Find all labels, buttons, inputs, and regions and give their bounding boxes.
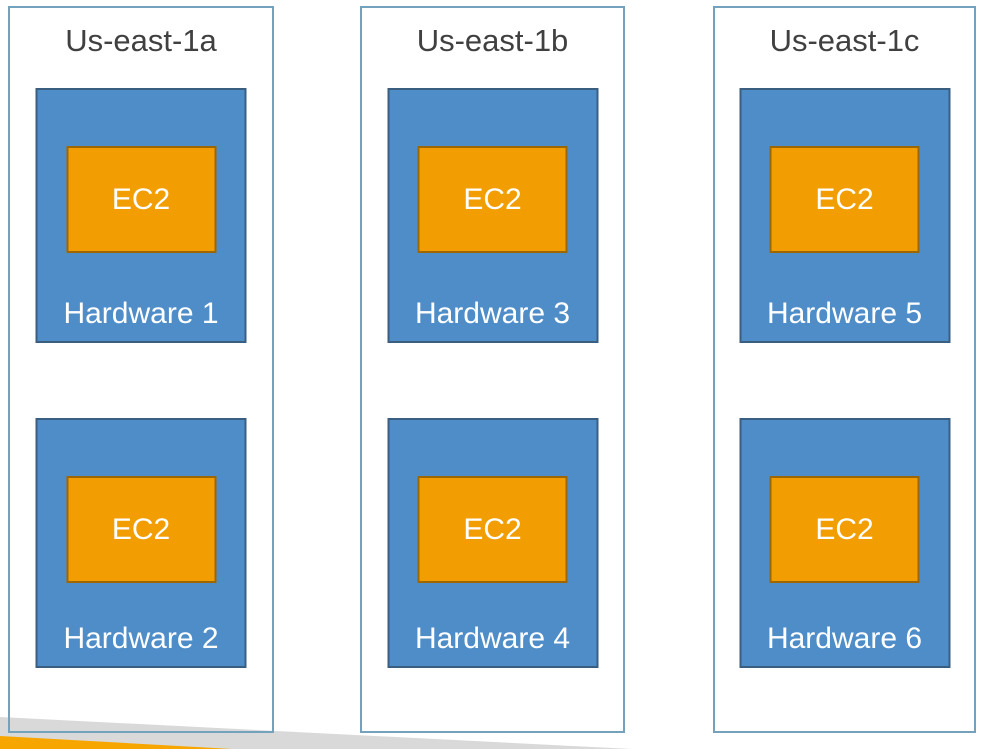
zone-title: Us-east-1c [769, 23, 920, 58]
hardware-box-5: EC2 Hardware 5 [739, 88, 950, 343]
availability-zone-us-east-1a: Us-east-1a EC2 Hardware 1 EC2 Hardware 2 [8, 6, 274, 733]
hardware-label: Hardware 2 [63, 622, 219, 655]
ec2-instance-box: EC2 [769, 146, 920, 253]
zone-title: Us-east-1b [416, 23, 569, 58]
ec2-instance-box: EC2 [66, 476, 216, 583]
availability-zone-us-east-1b: Us-east-1b EC2 Hardware 3 EC2 Hardware 4 [360, 6, 625, 733]
ec2-label: EC2 [463, 182, 522, 216]
ec2-instance-box: EC2 [769, 476, 920, 583]
ec2-instance-box: EC2 [417, 146, 568, 253]
hardware-label: Hardware 6 [766, 622, 923, 655]
ec2-label: EC2 [111, 182, 171, 216]
ec2-label: EC2 [463, 512, 522, 546]
hardware-box-6: EC2 Hardware 6 [739, 418, 950, 668]
ec2-label: EC2 [815, 512, 874, 546]
zone-title: Us-east-1a [65, 23, 217, 58]
hardware-box-4: EC2 Hardware 4 [387, 418, 598, 668]
hardware-box-2: EC2 Hardware 2 [35, 418, 247, 668]
hardware-label: Hardware 3 [414, 297, 571, 330]
hardware-label: Hardware 1 [63, 297, 219, 330]
hardware-box-3: EC2 Hardware 3 [387, 88, 598, 343]
hardware-box-1: EC2 Hardware 1 [35, 88, 247, 343]
ec2-instance-box: EC2 [66, 146, 216, 253]
hardware-label: Hardware 5 [766, 297, 923, 330]
ec2-label: EC2 [111, 512, 171, 546]
ec2-label: EC2 [815, 182, 874, 216]
availability-zone-us-east-1c: Us-east-1c EC2 Hardware 5 EC2 Hardware 6 [713, 6, 976, 733]
ec2-instance-box: EC2 [417, 476, 568, 583]
hardware-label: Hardware 4 [414, 622, 571, 655]
